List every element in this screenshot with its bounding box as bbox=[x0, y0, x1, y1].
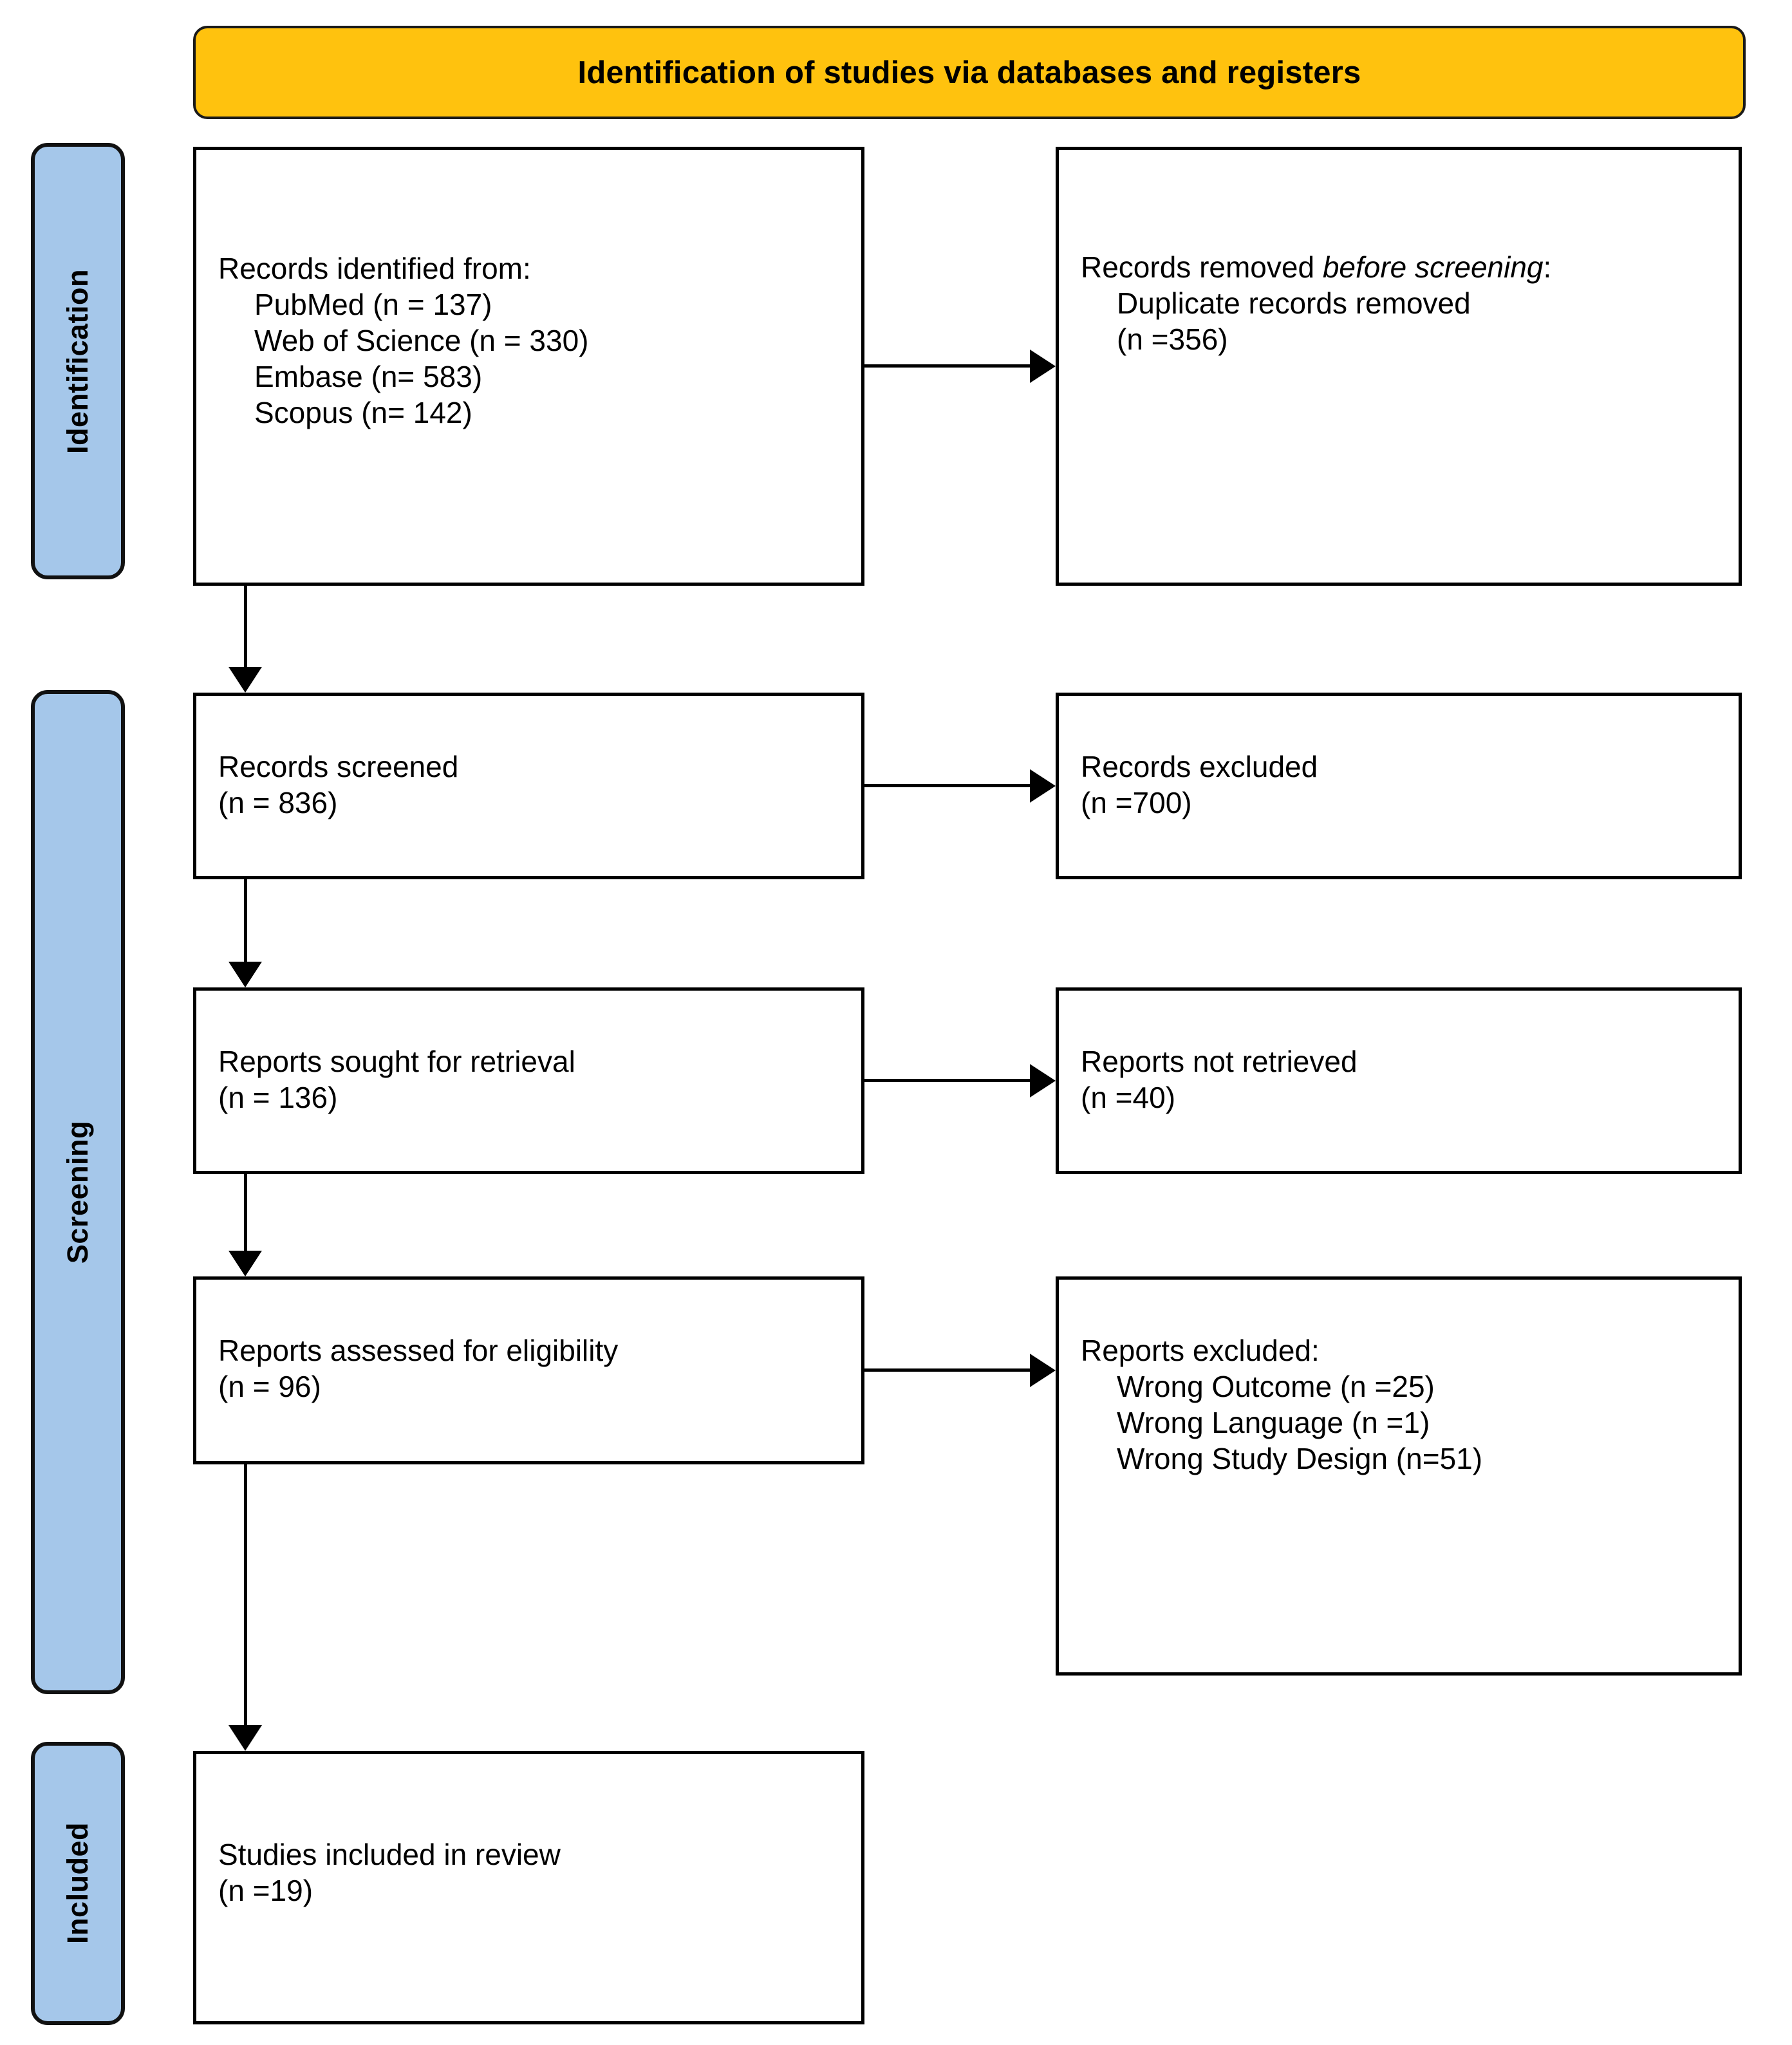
box-records-removed-before-screening: Records removed before screening: Duplica… bbox=[1056, 147, 1742, 586]
box-reports-assessed-text: Reports assessed for eligibility(n = 96) bbox=[218, 1332, 850, 1405]
box-studies-included-in-review: Studies included in review(n =19) bbox=[193, 1751, 864, 2024]
arrow-assessed-to-included-head bbox=[229, 1725, 262, 1751]
stage-rail-label-identification: Identification bbox=[61, 268, 94, 454]
records-removed-heading-post: : bbox=[1543, 250, 1552, 284]
stage-rail-screening: Screening bbox=[31, 690, 125, 1694]
arrow-screened-to-sought-head bbox=[229, 962, 262, 987]
box-reports-sought-text: Reports sought for retrieval(n = 136) bbox=[218, 1043, 850, 1116]
records-identified-heading: Records identified from: bbox=[218, 252, 531, 285]
stage-rail-identification: Identification bbox=[31, 143, 125, 579]
reports-not-retrieved-label: Reports not retrieved bbox=[1081, 1045, 1358, 1078]
arrow-screened-to-excluded-line bbox=[864, 784, 1033, 787]
box-records-identified-text: Records identified from:PubMed (n = 137)… bbox=[218, 250, 850, 431]
reason-line-wrong-outcome: Wrong Outcome (n =25) bbox=[1117, 1370, 1435, 1404]
records-excluded-count: (n =700) bbox=[1081, 786, 1192, 820]
box-studies-included-text: Studies included in review(n =19) bbox=[218, 1836, 850, 1909]
box-records-excluded-text: Records excluded(n =700) bbox=[1081, 749, 1727, 821]
box-records-identified: Records identified from:PubMed (n = 137)… bbox=[193, 147, 864, 586]
box-reports-excluded-text: Reports excluded:Wrong Outcome (n =25)Wr… bbox=[1081, 1332, 1727, 1477]
box-records-excluded: Records excluded(n =700) bbox=[1056, 693, 1742, 879]
arrow-screened-to-sought-line bbox=[244, 879, 247, 963]
box-reports-not-retrieved: Reports not retrieved(n =40) bbox=[1056, 987, 1742, 1174]
arrow-identified-to-removed-head bbox=[1030, 350, 1056, 383]
reports-sought-count: (n = 136) bbox=[218, 1081, 338, 1115]
arrow-sought-to-assessed-head bbox=[229, 1251, 262, 1276]
page-title: Identification of studies via databases … bbox=[577, 55, 1361, 90]
box-reports-excluded: Reports excluded:Wrong Outcome (n =25)Wr… bbox=[1056, 1276, 1742, 1676]
diagram-header-banner: Identification of studies via databases … bbox=[193, 26, 1746, 119]
reports-not-retrieved-count: (n =40) bbox=[1081, 1081, 1176, 1115]
arrow-sought-to-not-retrieved-line bbox=[864, 1079, 1033, 1082]
box-reports-not-retrieved-text: Reports not retrieved(n =40) bbox=[1081, 1043, 1727, 1116]
arrow-sought-to-assessed-line bbox=[244, 1174, 247, 1253]
arrow-identified-to-removed-line bbox=[864, 364, 1033, 368]
records-screened-label: Records screened bbox=[218, 750, 459, 783]
arrow-screened-to-excluded-head bbox=[1030, 769, 1056, 803]
records-removed-heading-pre: Records removed bbox=[1081, 250, 1323, 284]
duplicate-records-removed-line: Duplicate records removed bbox=[1117, 286, 1471, 321]
stage-rail-included: Included bbox=[31, 1742, 125, 2025]
reports-assessed-label: Reports assessed for eligibility bbox=[218, 1334, 619, 1367]
stage-rail-label-screening: Screening bbox=[61, 1120, 94, 1264]
records-removed-heading-italic: before screening bbox=[1322, 250, 1544, 284]
arrow-assessed-to-included-line bbox=[244, 1464, 247, 1726]
box-reports-assessed-for-eligibility: Reports assessed for eligibility(n = 96) bbox=[193, 1276, 864, 1464]
reason-line-wrong-study-design: Wrong Study Design (n=51) bbox=[1117, 1442, 1483, 1476]
records-screened-count: (n = 836) bbox=[218, 786, 338, 820]
stage-rail-label-included: Included bbox=[61, 1822, 94, 1945]
studies-included-label: Studies included in review bbox=[218, 1838, 561, 1871]
reports-excluded-heading: Reports excluded: bbox=[1081, 1334, 1320, 1367]
arrow-sought-to-not-retrieved-head bbox=[1030, 1064, 1056, 1097]
source-line-scopus: Scopus (n= 142) bbox=[254, 396, 472, 430]
arrow-identified-to-screened-head bbox=[229, 667, 262, 693]
box-records-screened-text: Records screened(n = 836) bbox=[218, 749, 850, 821]
source-line-web-of-science: Web of Science (n = 330) bbox=[254, 324, 589, 358]
duplicate-records-count-line: (n =356) bbox=[1117, 322, 1228, 357]
box-reports-sought-for-retrieval: Reports sought for retrieval(n = 136) bbox=[193, 987, 864, 1174]
arrow-assessed-to-reports-excluded-line bbox=[864, 1368, 1033, 1372]
box-records-screened: Records screened(n = 836) bbox=[193, 693, 864, 879]
source-line-embase: Embase (n= 583) bbox=[254, 360, 483, 394]
arrow-identified-to-screened-line bbox=[244, 586, 247, 669]
box-records-removed-text: Records removed before screening: Duplica… bbox=[1081, 249, 1727, 357]
source-line-pubmed: PubMed (n = 137) bbox=[254, 288, 492, 322]
reason-line-wrong-language: Wrong Language (n =1) bbox=[1117, 1406, 1430, 1440]
arrow-assessed-to-reports-excluded-head bbox=[1030, 1354, 1056, 1387]
records-excluded-label: Records excluded bbox=[1081, 750, 1318, 783]
reports-sought-label: Reports sought for retrieval bbox=[218, 1045, 575, 1078]
studies-included-count: (n =19) bbox=[218, 1874, 313, 1908]
reports-assessed-count: (n = 96) bbox=[218, 1370, 321, 1404]
